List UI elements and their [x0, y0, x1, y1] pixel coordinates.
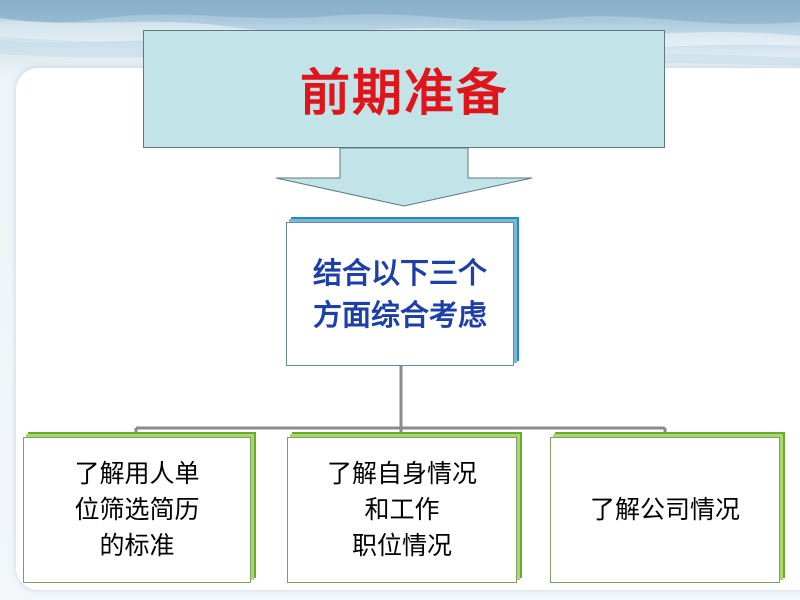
- factor-node-self-and-job: 了解自身情况 和工作 职位情况: [287, 437, 517, 583]
- title-text: 前期准备: [300, 64, 508, 122]
- down-arrow: [275, 147, 533, 207]
- factor-node-text: 了解公司情况: [589, 495, 740, 524]
- factor-node-text: 了解自身情况 和工作 职位情况: [326, 459, 477, 560]
- factor-node-text: 了解用人单 位筛选简历 的标准: [74, 459, 200, 560]
- center-node: 结合以下三个 方面综合考虑: [286, 222, 514, 366]
- factor-node-employer-criteria: 了解用人单 位筛选简历 的标准: [23, 437, 251, 583]
- factor-node-company: 了解公司情况: [550, 437, 780, 583]
- title-box: 前期准备: [143, 30, 665, 148]
- center-node-text: 结合以下三个 方面综合考虑: [312, 256, 487, 332]
